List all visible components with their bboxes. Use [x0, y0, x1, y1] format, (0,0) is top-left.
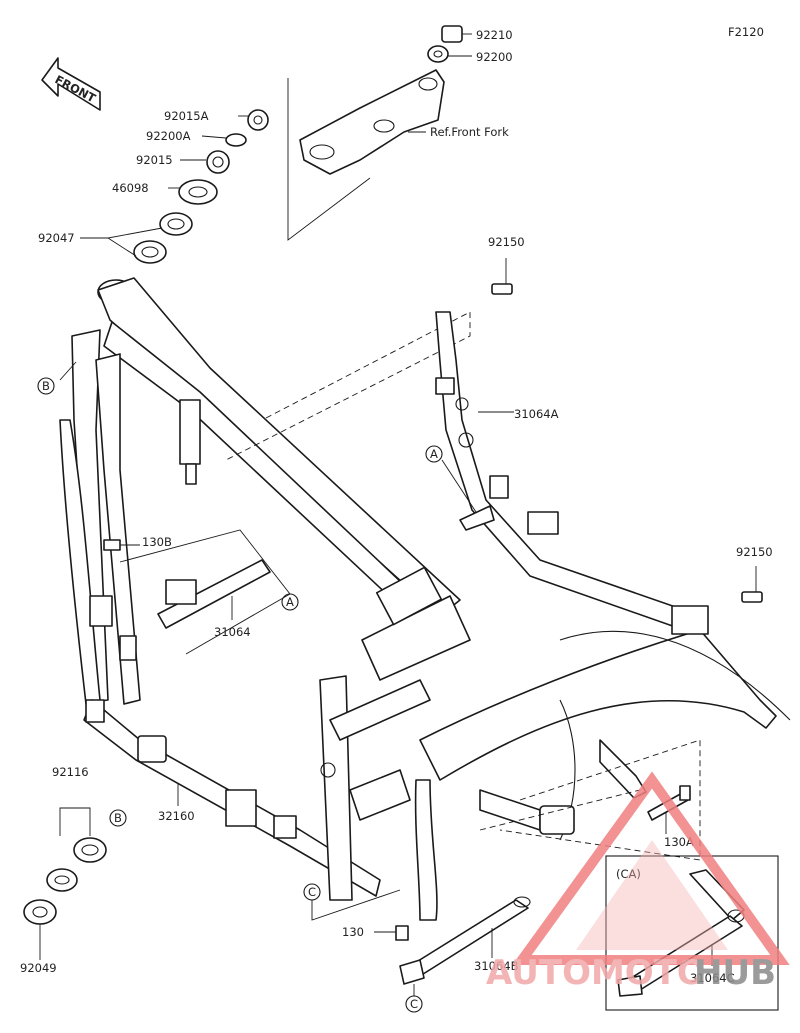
side-rail-31064: 130B 31064 A [103, 529, 299, 655]
front-direction-arrow: FRONT [41, 57, 101, 111]
race-92116-upper [73, 837, 107, 863]
steering-bearing-stack: 92210 92200 Ref.Front Fork 92015A 92200A… [38, 25, 513, 264]
callout-92150-top: 92150 [488, 235, 525, 249]
callout-92015: 92015 [136, 153, 173, 167]
bolt-130A: 130A [647, 785, 694, 849]
inset-CA: (CA) 31064C [605, 855, 779, 1011]
lower-bearing-stack: 92116 B 92049 [20, 765, 127, 975]
ref-B-frame: B [37, 377, 55, 395]
callout-92200: 92200 [476, 50, 513, 64]
bolt-92150-right: 92150 [736, 545, 773, 603]
lockwasher-92200A-shape [225, 133, 247, 147]
callout-32160: 32160 [158, 809, 195, 823]
main-frame [59, 277, 791, 921]
ref-B-lower-label: B [114, 811, 122, 825]
ref-A-left: A [286, 595, 294, 609]
callout-92047: 92047 [38, 231, 75, 245]
ref-front-fork-label: Ref.Front Fork [430, 125, 509, 139]
callout-31064B: 31064B [474, 959, 519, 973]
ref-C-upper: C [308, 885, 316, 899]
ref-C-lower: C [410, 997, 418, 1011]
bearing-92047-lower [133, 240, 167, 264]
callout-92116: 92116 [52, 765, 89, 779]
callout-32160-group: 32160 [158, 784, 195, 823]
race-92116-lower [46, 868, 78, 892]
inset-box [605, 855, 779, 1011]
callout-46098: 46098 [112, 181, 149, 195]
watermark-text-1: AUTOMOTO [486, 953, 706, 993]
callout-92210: 92210 [476, 28, 513, 42]
seal-92049-shape [23, 899, 57, 925]
callout-92150-right: 92150 [736, 545, 773, 559]
top-triple-clamp-shape [299, 69, 445, 175]
watermark-text-2: HUB [694, 953, 776, 993]
bolt-92150-top: 92150 [488, 235, 525, 295]
side-rail-31064A: 31064A A [425, 311, 709, 635]
crossmember-31064B: C 130 C 31064B [303, 883, 531, 1013]
ref-A-right: A [430, 447, 438, 461]
callout-31064: 31064 [214, 625, 251, 639]
figure-code: F2120 [728, 25, 764, 39]
seal-46098-shape [178, 179, 218, 205]
inset-CA-label: (CA) [616, 867, 641, 881]
callout-130: 130 [342, 925, 364, 939]
nut-92015-shape [206, 150, 230, 174]
callout-130A: 130A [664, 835, 694, 849]
ref-B-frame-label: B [42, 379, 50, 393]
washer-92200-shape [427, 45, 449, 63]
bearing-92047-upper [159, 212, 193, 236]
callout-130B: 130B [142, 535, 172, 549]
watermark-logo: AUTOMOTO HUB [486, 771, 790, 993]
callout-31064A: 31064A [514, 407, 559, 421]
callout-31064C: 31064C [690, 971, 735, 985]
nut-92015A-shape [247, 109, 269, 131]
callout-92200A: 92200A [146, 129, 191, 143]
callout-92015A: 92015A [164, 109, 209, 123]
callout-92049: 92049 [20, 961, 57, 975]
nut-92210-shape [441, 25, 463, 43]
